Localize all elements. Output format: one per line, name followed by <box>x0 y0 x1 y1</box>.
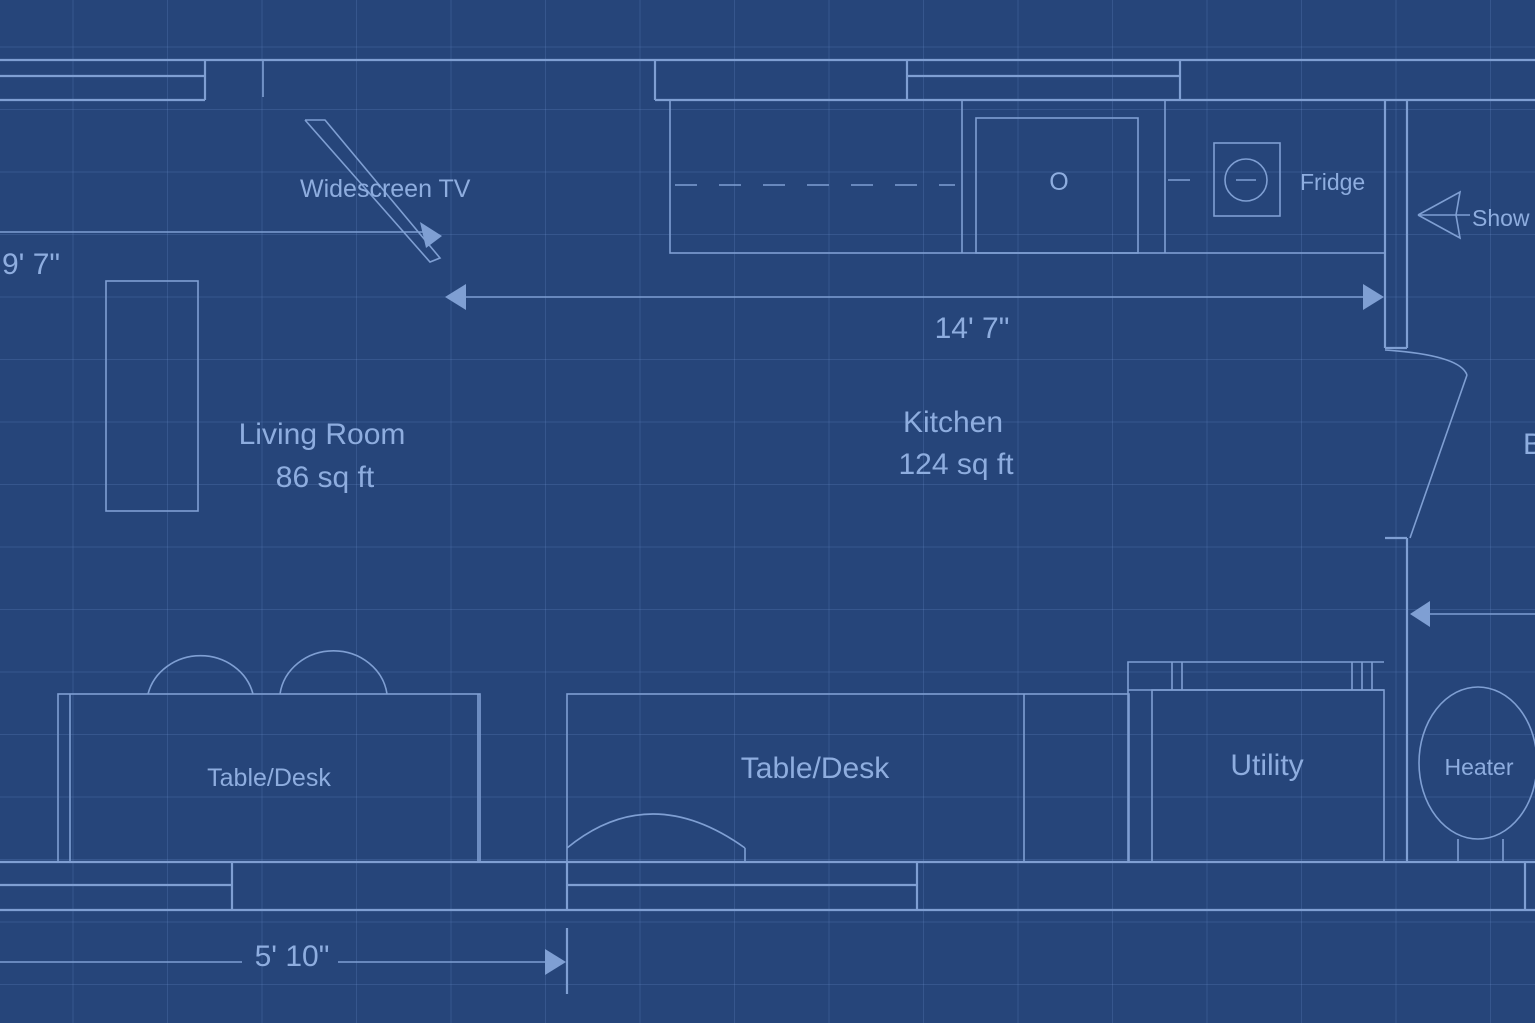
kitchen-counter <box>669 99 1386 254</box>
dimension-desk-width: 5' 10" <box>255 940 330 973</box>
bath-label-partial: B <box>1523 428 1535 461</box>
bathroom-wall <box>1383 100 1409 862</box>
shower-arrow <box>1417 190 1470 240</box>
utility-closet <box>1127 661 1385 863</box>
left-desk-label: Table/Desk <box>207 764 331 792</box>
stove-knob: O <box>1049 168 1068 196</box>
dimension-kitchen-width: 14' 7" <box>935 312 1010 345</box>
shower-label: Show <box>1472 205 1530 231</box>
fridge-symbol <box>1213 142 1281 217</box>
kitchen-name: Kitchen <box>903 406 1003 439</box>
desk-width-dimension-line <box>0 928 569 994</box>
tv-label: Widescreen TV <box>300 175 471 203</box>
center-desk-label: Table/Desk <box>741 752 890 785</box>
sofa <box>105 280 199 512</box>
bathroom-door <box>1384 349 1468 539</box>
living-room-name: Living Room <box>239 418 406 451</box>
kitchen-area: 124 sq ft <box>898 448 1014 481</box>
dimension-left-height: 9' 7" <box>2 248 60 281</box>
bath-dimension-arrow <box>1410 601 1535 627</box>
top-wall <box>0 58 1535 102</box>
center-desk <box>566 693 1130 863</box>
tv-symbol <box>0 119 442 263</box>
bottom-wall <box>0 860 1535 912</box>
kitchen-width-dimension-line <box>445 284 1384 310</box>
utility-label: Utility <box>1230 749 1303 782</box>
living-room-area: 86 sq ft <box>276 461 375 494</box>
heater-label: Heater <box>1444 754 1513 780</box>
fridge-label: Fridge <box>1300 169 1365 195</box>
left-desk <box>57 649 481 863</box>
heater-symbol <box>1418 686 1535 862</box>
stove <box>975 117 1139 254</box>
